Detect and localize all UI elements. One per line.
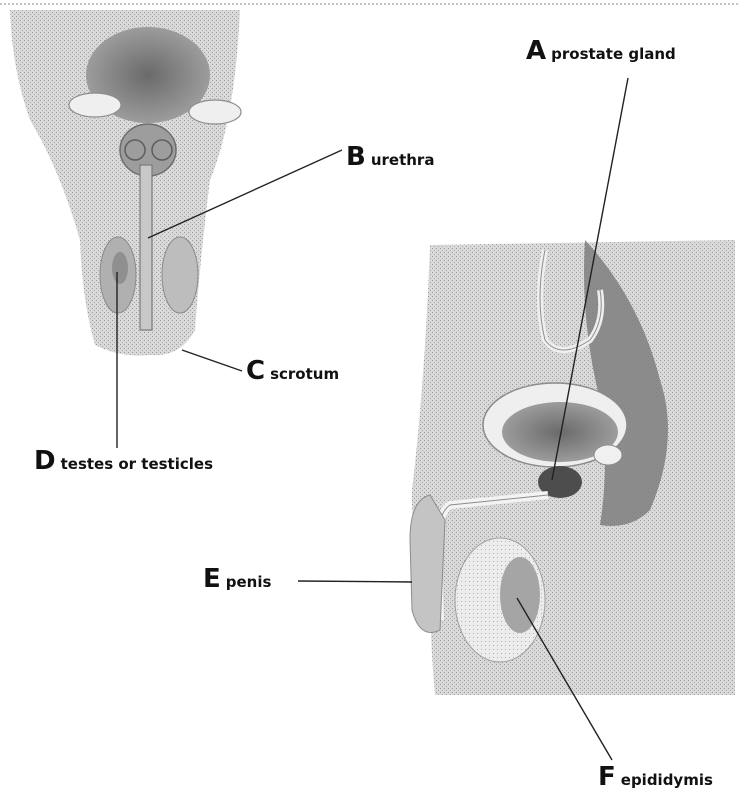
label-d-text: testes or testicles	[61, 455, 213, 473]
front-testis-right	[162, 237, 198, 313]
label-f-text: epididymis	[621, 771, 713, 789]
side-epididymis	[500, 557, 540, 633]
leader-e	[298, 581, 412, 582]
front-view-figure	[10, 10, 241, 356]
side-seminal-vesicle	[594, 445, 622, 465]
label-b-letter: B	[346, 142, 365, 172]
label-c-letter: C	[246, 356, 264, 386]
label-c-text: scrotum	[270, 365, 339, 383]
side-penis	[410, 495, 445, 633]
label-e-text: penis	[226, 573, 272, 591]
front-vesicle-left	[69, 93, 121, 117]
front-urethra	[140, 165, 152, 330]
label-e-letter: E	[203, 564, 220, 594]
label-b-text: urethra	[371, 151, 435, 169]
label-a-text: prostate gland	[551, 45, 676, 63]
side-view-figure	[410, 240, 735, 695]
label-d-letter: D	[34, 446, 55, 476]
label-f-letter: F	[598, 762, 615, 792]
leader-c	[182, 350, 242, 371]
front-vesicle-right	[189, 100, 241, 124]
label-a-letter: A	[526, 36, 545, 66]
